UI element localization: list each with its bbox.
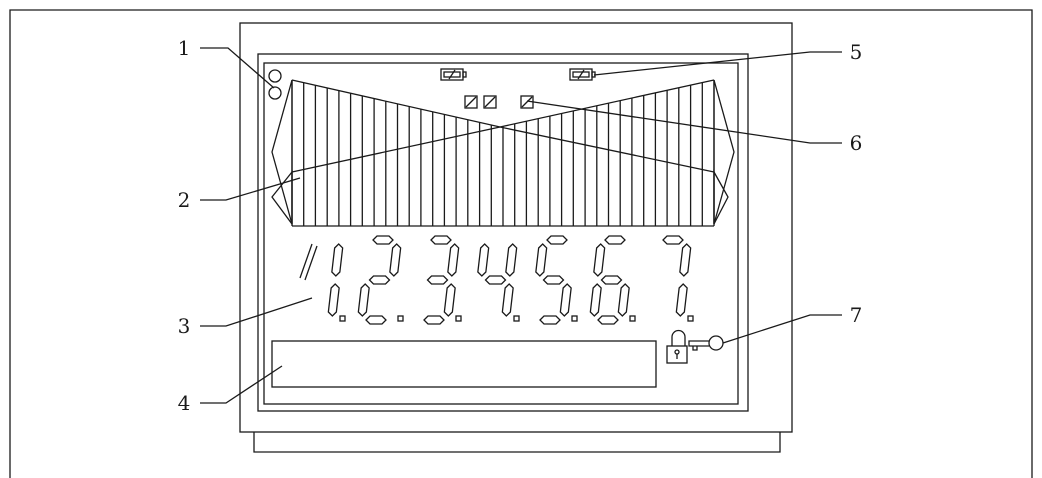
decimal-point <box>513 315 520 322</box>
callout-number-7: 7 <box>850 303 863 327</box>
display-bezel <box>257 53 749 412</box>
callout-number-6: 6 <box>850 131 863 155</box>
bar-graph-segments <box>271 79 735 227</box>
leader-lines <box>200 47 842 404</box>
digit-7 <box>662 235 694 322</box>
battery-icon <box>569 68 596 81</box>
callout-number-3: 3 <box>178 314 191 338</box>
decimal-point <box>687 315 694 322</box>
bar-end-cap-right-lower <box>713 169 729 225</box>
digit-4 <box>477 243 520 322</box>
key-icon <box>688 335 724 351</box>
decimal-point <box>339 315 346 322</box>
leader-line-1 <box>200 47 275 89</box>
decimal-point <box>455 315 462 322</box>
decimal-point <box>397 315 404 322</box>
decimal-point <box>629 315 636 322</box>
digit-6 <box>589 235 636 325</box>
display-window <box>263 62 739 405</box>
housing-base <box>253 432 781 453</box>
bar-cross-edge <box>291 126 715 173</box>
callout-number-5: 5 <box>850 40 863 64</box>
leader-line-6 <box>526 100 842 144</box>
leader-line-5 <box>593 51 842 76</box>
decimal-point <box>571 315 578 322</box>
lock-key-symbols <box>666 329 724 364</box>
text-line-field <box>271 340 657 388</box>
status-square-icon <box>483 95 497 109</box>
device-housing <box>239 22 793 433</box>
callout-number-1: 1 <box>178 36 191 60</box>
digit-1 <box>327 243 346 322</box>
bar-end-cap-left-lower <box>271 170 293 226</box>
outer-frame <box>9 9 1033 478</box>
callout-number-2: 2 <box>178 188 191 212</box>
digit-2 <box>357 235 404 325</box>
bar-end-cap-right <box>713 79 735 225</box>
leader-line-4 <box>200 365 283 404</box>
led-icon <box>268 86 282 100</box>
leader-line-2 <box>200 177 301 201</box>
seven-segment-digits <box>299 235 694 325</box>
callout-number-4: 4 <box>178 391 191 415</box>
lock-icon <box>666 329 688 364</box>
battery-icon <box>440 68 467 81</box>
digit-3 <box>423 235 462 325</box>
digit-5 <box>535 235 578 325</box>
leader-line-7 <box>722 314 842 344</box>
leader-line-3 <box>200 297 313 327</box>
led-icon <box>268 69 282 83</box>
status-square-icon <box>464 95 478 109</box>
status-led-indicators <box>268 69 282 100</box>
status-square-symbol <box>464 95 534 109</box>
bar-end-cap-left <box>271 79 293 225</box>
sign-segment <box>299 243 318 281</box>
